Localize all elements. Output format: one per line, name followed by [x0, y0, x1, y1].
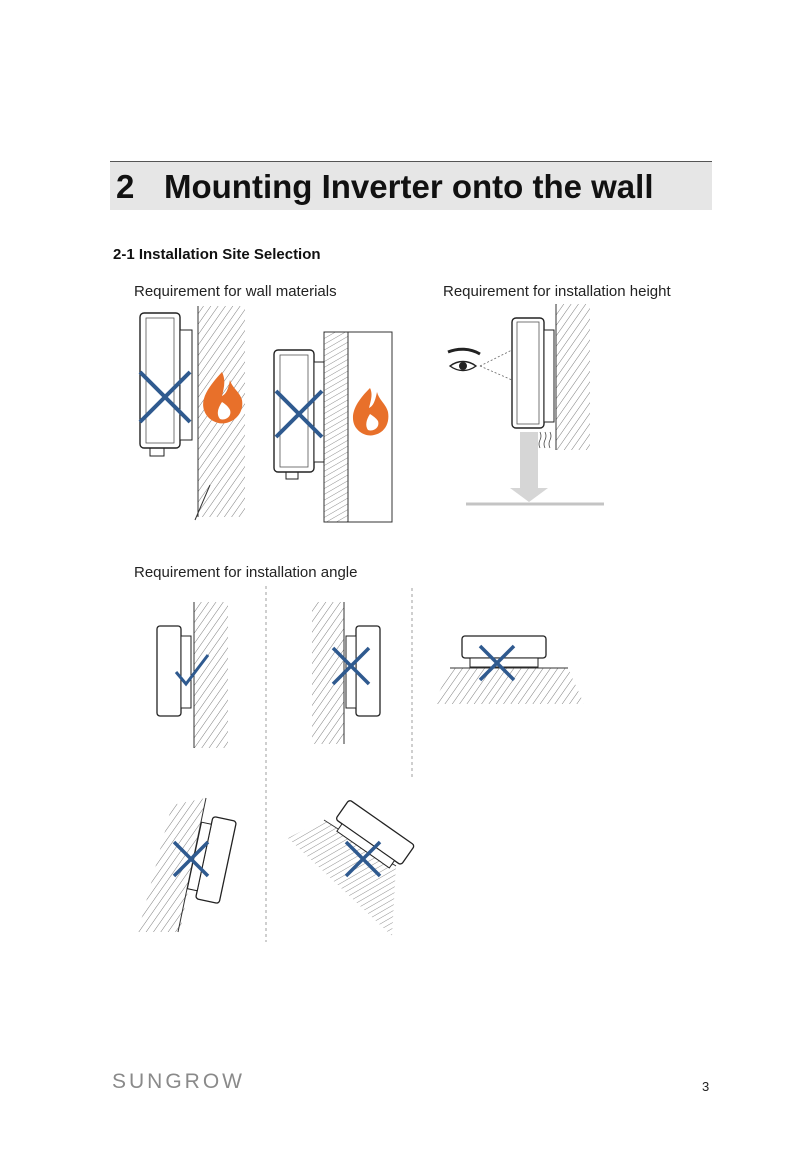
angle-vertical-figure [157, 602, 228, 748]
page-number: 3 [702, 1079, 709, 1094]
sungrow-logo: SUNGROW [112, 1070, 245, 1094]
inverter-icon [356, 626, 380, 716]
hatched-wall [312, 602, 344, 744]
down-arrow-icon [510, 432, 548, 502]
angle-forward-figure [138, 798, 236, 932]
inverter-icon [157, 626, 181, 716]
eye-icon [448, 349, 512, 380]
inverter-icon [140, 313, 192, 456]
wall-material-figure-1 [140, 306, 245, 520]
hatched-wall [556, 304, 590, 450]
installation-height-figure [448, 304, 604, 504]
heat-wave-icon [539, 432, 551, 448]
angle-horizontal-figure [434, 636, 584, 704]
hatched-wall [194, 602, 228, 748]
inverter-icon [512, 318, 554, 428]
angle-steep-figure [288, 800, 415, 936]
wall-material-figure-2 [274, 332, 392, 522]
angle-backward-figure [312, 602, 380, 744]
